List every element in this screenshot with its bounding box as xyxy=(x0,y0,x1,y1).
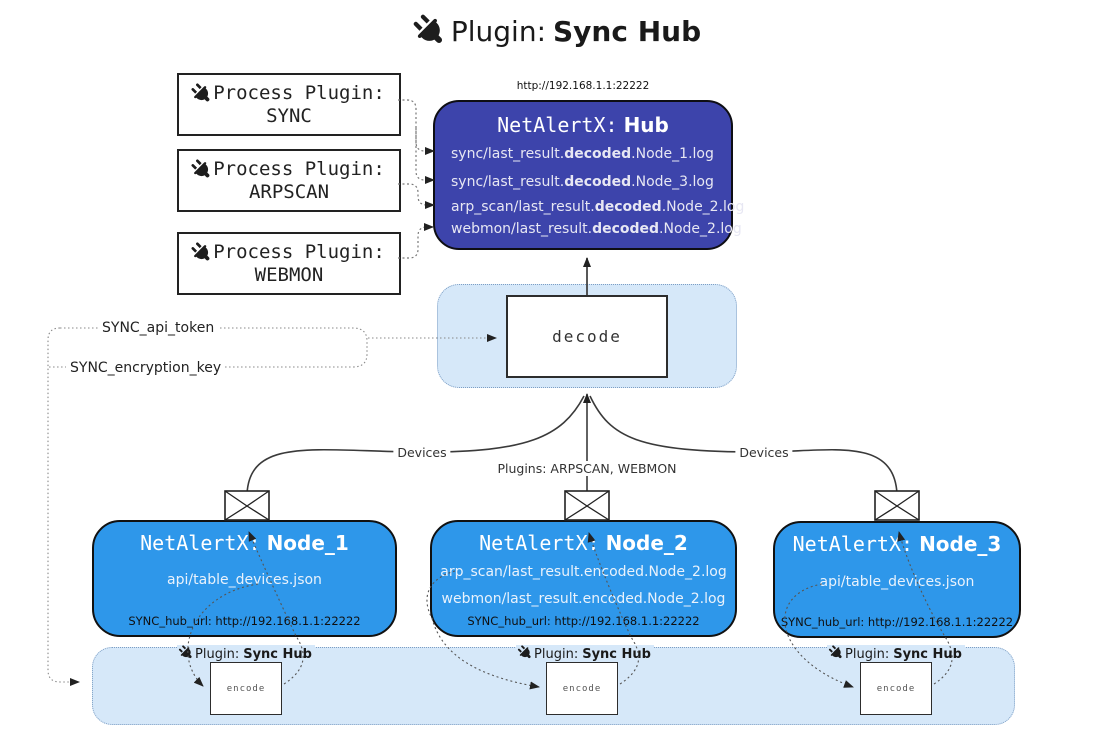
encode-box: encode xyxy=(546,662,618,715)
hub-log-line: arp_scan/last_result.decoded.Node_2.log xyxy=(451,199,745,215)
encode-box: encode xyxy=(860,662,932,715)
node-file: webmon/last_result.encoded.Node_2.log xyxy=(441,591,726,607)
diagram-title: Plugin:Sync Hub xyxy=(0,14,1117,48)
plug-icon xyxy=(188,239,215,266)
sync-api-token-label: SYNC_api_token xyxy=(98,320,219,336)
plug-icon xyxy=(188,80,215,107)
plug-icon xyxy=(188,156,215,183)
plug-icon xyxy=(176,643,195,662)
hub-title-prefix: NetAlertX: xyxy=(497,113,618,137)
process-plugin-label: Process Plugin: xyxy=(213,82,385,104)
encoder-plugin-label: Plugin:Sync Hub xyxy=(177,645,315,662)
process-plugin-label: Process Plugin: xyxy=(213,241,385,263)
node-title: NetAlertX:Node_2 xyxy=(479,531,688,555)
encoder-plugin-label: Plugin:Sync Hub xyxy=(827,645,965,662)
node-hub-url: SYNC_hub_url: http://192.168.1.1:22222 xyxy=(780,615,1014,629)
process-plugin-name: WEBMON xyxy=(254,264,324,286)
process-plugin-arpscan: Process Plugin: ARPSCAN xyxy=(177,149,401,212)
title-name: Sync Hub xyxy=(553,15,702,48)
process-plugin-label: Process Plugin: xyxy=(213,158,385,180)
hub-log-line: webmon/last_result.decoded.Node_2.log xyxy=(451,221,742,237)
node-title: NetAlertX:Node_1 xyxy=(140,531,349,555)
node-file: api/table_devices.json xyxy=(819,574,975,590)
hub-log-line: sync/last_result.decoded.Node_1.log xyxy=(451,146,714,162)
devices-right-label: Devices xyxy=(735,445,793,460)
hub-title-name: Hub xyxy=(623,113,669,137)
plug-icon xyxy=(826,643,845,662)
hub-log-line: sync/last_result.decoded.Node_3.log xyxy=(451,174,714,190)
envelope-icon xyxy=(874,490,920,521)
node-2-box: NetAlertX:Node_2 arp_scan/last_result.en… xyxy=(430,520,737,637)
plugins-center-label: Plugins: ARPSCAN, WEBMON xyxy=(493,461,681,476)
sync-encryption-key-label: SYNC_encryption_key xyxy=(66,360,226,376)
encode-box: encode xyxy=(210,662,282,715)
hub-title: NetAlertX:Hub xyxy=(435,113,731,137)
envelope-icon xyxy=(564,490,610,521)
node-hub-url: SYNC_hub_url: http://192.168.1.1:22222 xyxy=(128,614,361,628)
node-hub-url: SYNC_hub_url: http://192.168.1.1:22222 xyxy=(467,614,700,628)
node-title: NetAlertX:Node_3 xyxy=(792,532,1002,556)
decode-box: decode xyxy=(506,295,668,378)
devices-left-label: Devices xyxy=(393,445,451,460)
process-plugin-name: SYNC xyxy=(266,105,312,127)
node-file: api/table_devices.json xyxy=(167,572,322,588)
plug-icon xyxy=(408,9,450,51)
node-3-box: NetAlertX:Node_3 api/table_devices.json … xyxy=(773,521,1021,638)
process-plugin-sync: Process Plugin: SYNC xyxy=(177,73,401,136)
node-file: arp_scan/last_result.encoded.Node_2.log xyxy=(440,564,727,580)
process-plugin-webmon: Process Plugin: WEBMON xyxy=(177,232,401,295)
plug-icon xyxy=(515,643,534,662)
encoder-plugin-label: Plugin:Sync Hub xyxy=(516,645,654,662)
node-1-box: NetAlertX:Node_1 api/table_devices.json … xyxy=(92,520,397,637)
process-plugin-name: ARPSCAN xyxy=(248,181,330,203)
hub-box: NetAlertX:Hub sync/last_result.decoded.N… xyxy=(433,100,744,250)
envelope-icon xyxy=(224,490,270,521)
hub-url-label: http://192.168.1.1:22222 xyxy=(516,80,650,92)
title-prefix: Plugin: xyxy=(450,15,547,48)
